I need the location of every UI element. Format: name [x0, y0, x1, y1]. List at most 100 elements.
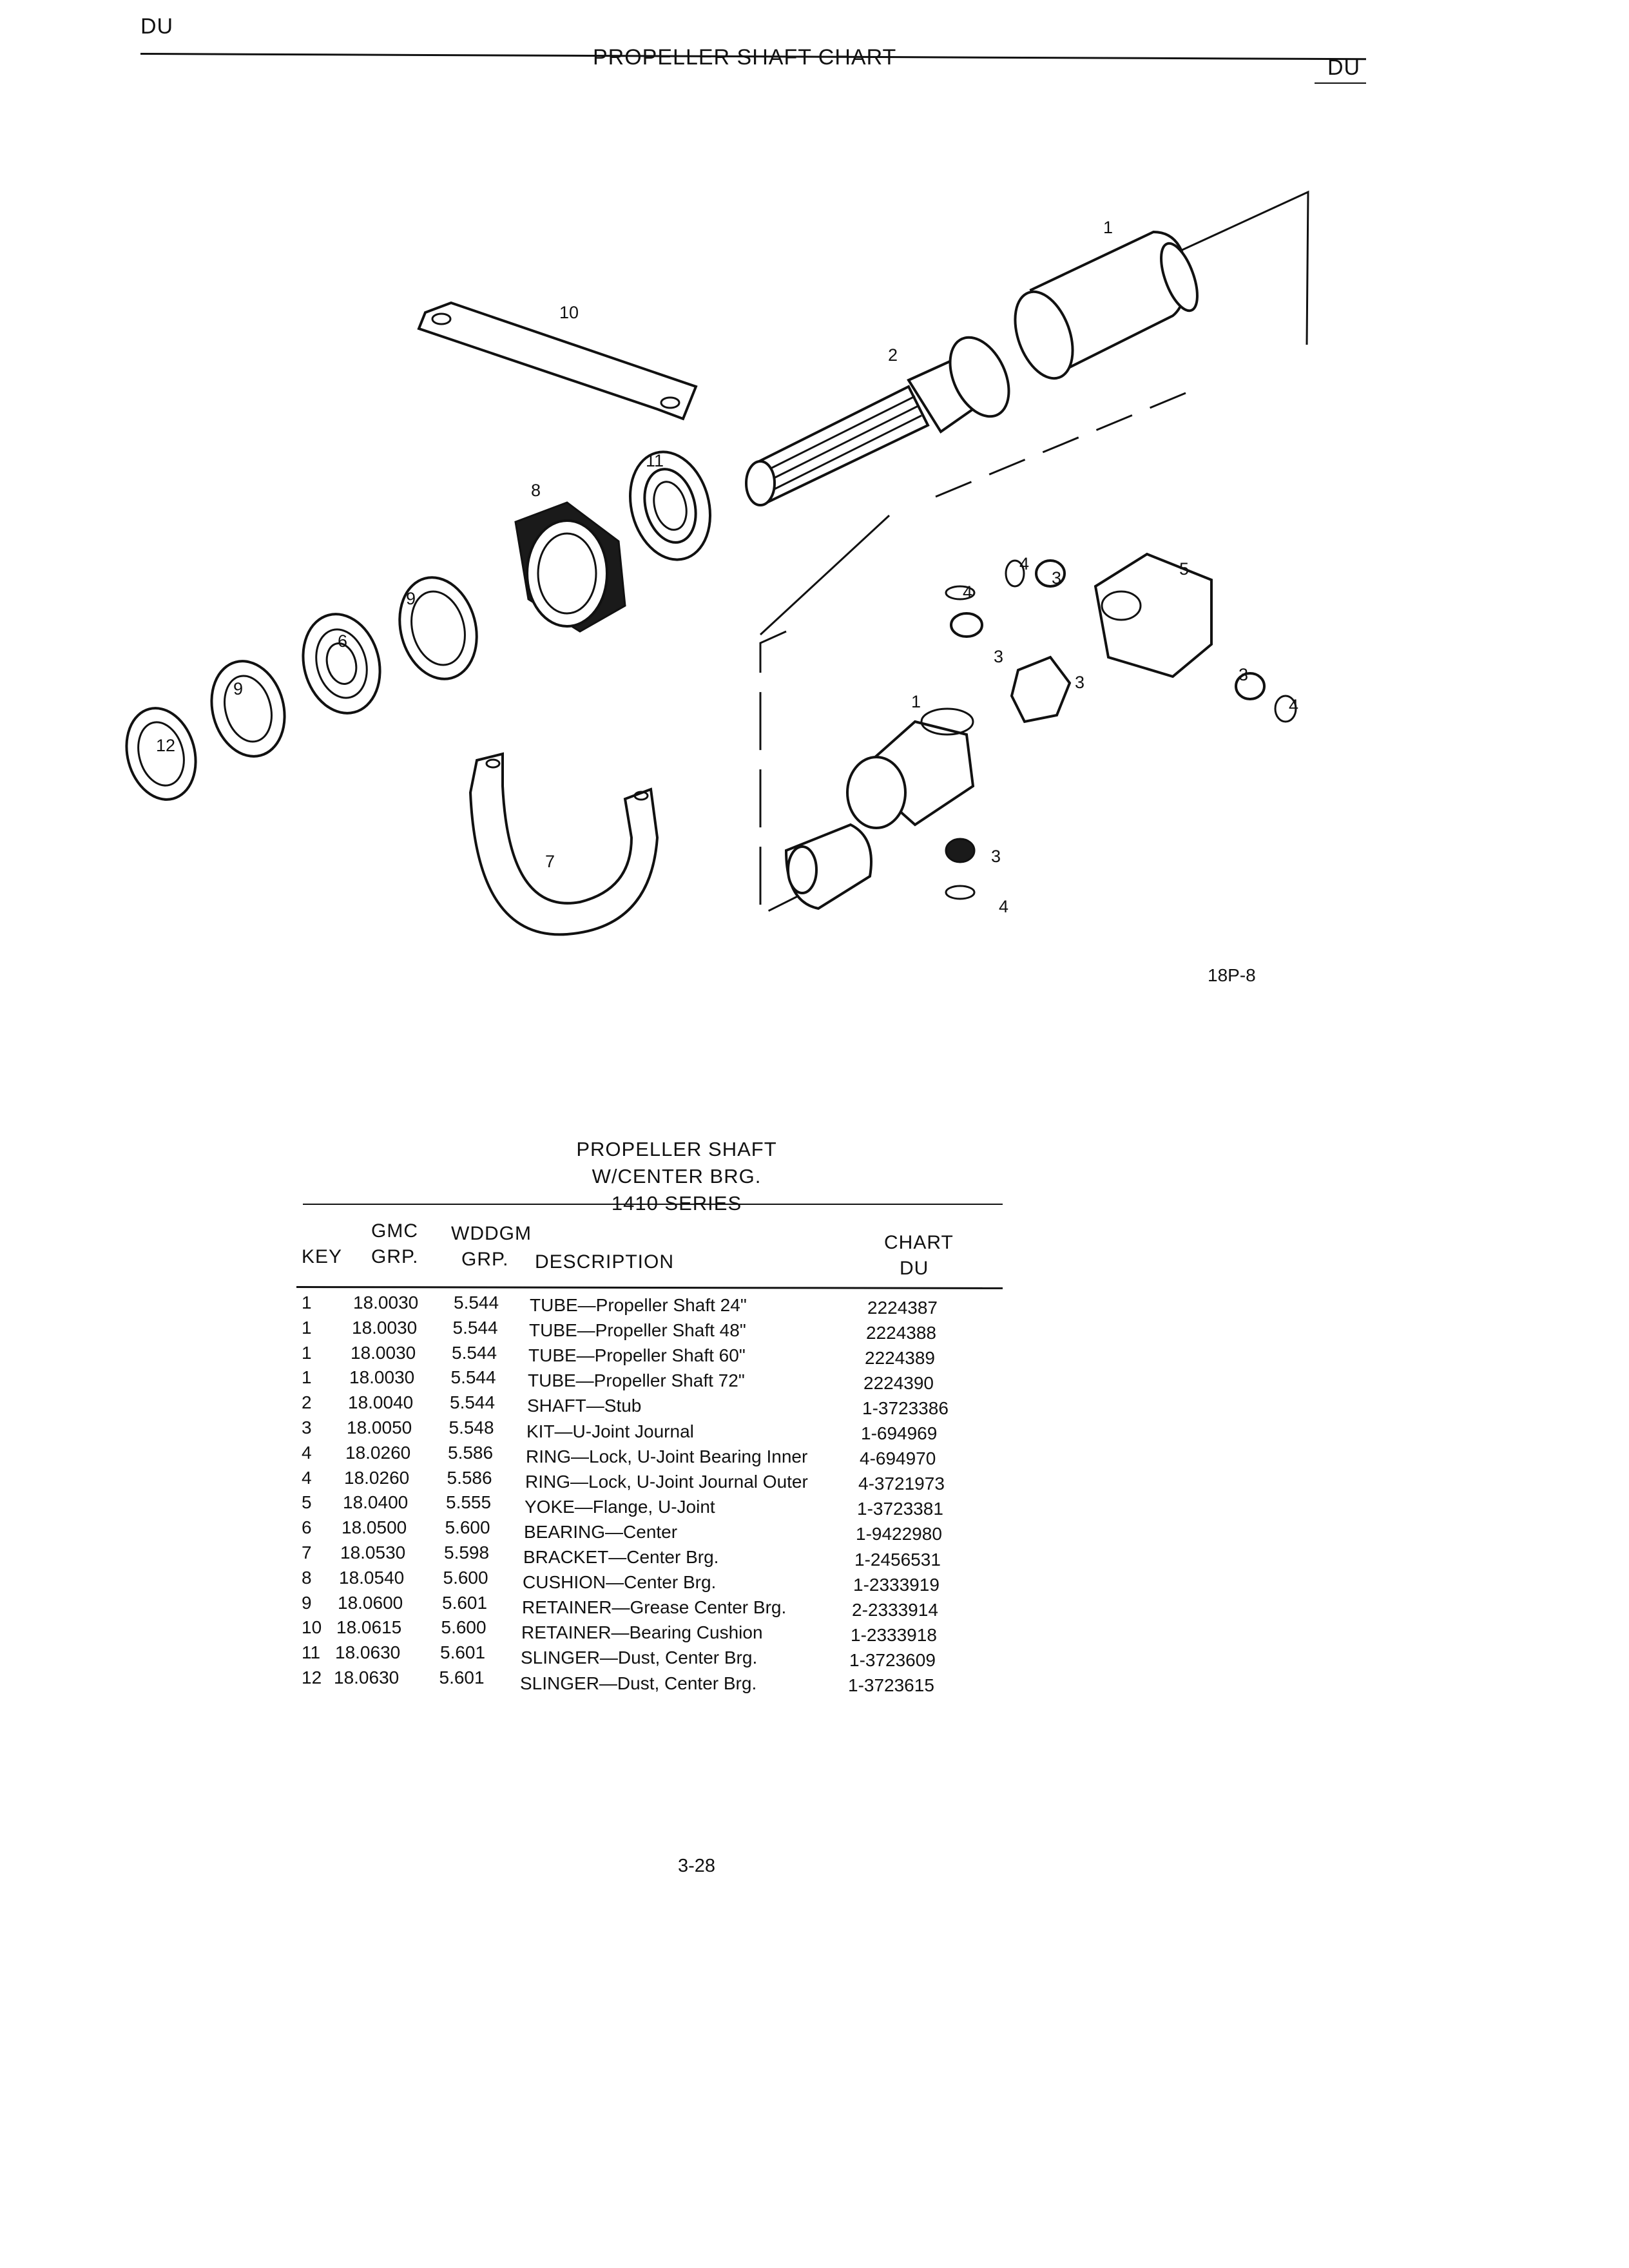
- grease-retainer-part-9-upper: [398, 576, 478, 680]
- table-cell-wddgm: 5.544: [450, 1392, 496, 1413]
- table-cell-wddgm: 5.600: [441, 1617, 487, 1638]
- table-cell-key: 1: [302, 1293, 312, 1312]
- table-cell-desc: BRACKET—Center Brg.: [523, 1547, 719, 1567]
- table-cell-wddgm: 5.555: [446, 1492, 492, 1513]
- callout-1-yoke: 1: [911, 692, 921, 711]
- table-title-line-2: W/CENTER BRG.: [592, 1165, 762, 1187]
- table-cell-key: 9: [302, 1592, 312, 1613]
- callout-1-tube: 1: [1103, 218, 1113, 237]
- table-cell-part: 1-2333918: [851, 1624, 937, 1645]
- table-cell-part: 1-694969: [861, 1423, 938, 1444]
- table-header-rule: [296, 1286, 1003, 1289]
- table-cell-wddgm: 5.544: [454, 1293, 499, 1312]
- table-cell-key: 3: [302, 1418, 312, 1437]
- table-cell-part: 1-3723615: [848, 1675, 934, 1695]
- callout-3d: 3: [1239, 665, 1249, 684]
- dust-slinger-part-12: [125, 707, 197, 801]
- table-cell-gmc: 18.0600: [338, 1592, 403, 1613]
- bearing-caps-and-lock-rings: [945, 559, 1297, 900]
- table-cell-part: 1-3723381: [857, 1499, 943, 1519]
- stub-shaft-part-2: [745, 336, 1010, 506]
- table-cell-gmc: 18.0040: [348, 1392, 414, 1413]
- table-top-rule: [303, 1204, 1003, 1205]
- table-cell-part: 1-3723386: [862, 1398, 949, 1419]
- table-cell-key: 1: [302, 1317, 312, 1338]
- table-cell-key: 4: [302, 1467, 312, 1488]
- col-chart-top: CHART: [884, 1232, 954, 1253]
- callout-8: 8: [531, 481, 541, 500]
- table-cell-desc: RETAINER—Bearing Cushion: [521, 1622, 763, 1643]
- table-cell-wddgm: 5.601: [439, 1667, 485, 1687]
- table-cell-desc: SLINGER—Dust, Center Brg.: [520, 1673, 757, 1693]
- table-cell-part: 2224388: [866, 1323, 937, 1343]
- callout-3b: 3: [994, 647, 1004, 666]
- col-wddgm-bottom: GRP.: [461, 1249, 509, 1270]
- table-cell-part: 2-2333914: [852, 1599, 938, 1620]
- table-cell-key: 7: [302, 1542, 312, 1562]
- table-cell-key: 1: [302, 1342, 312, 1363]
- table-cell-desc: KIT—U-Joint Journal: [526, 1421, 694, 1441]
- table-cell-key: 10: [302, 1617, 322, 1638]
- exploded-parts-diagram: [116, 155, 1340, 966]
- table-cell-part: 2224389: [865, 1348, 936, 1369]
- col-gmc-bottom: GRP.: [371, 1246, 419, 1267]
- callout-2: 2: [888, 345, 898, 365]
- col-gmc-top: GMC: [371, 1220, 418, 1242]
- callout-5: 5: [1179, 559, 1190, 579]
- table-title: PROPELLER SHAFT W/CENTER BRG. 1410 SERIE…: [503, 1138, 851, 1215]
- table-cell-gmc: 18.0050: [347, 1418, 412, 1437]
- col-key: KEY: [302, 1246, 343, 1267]
- callout-9a: 9: [406, 589, 416, 608]
- table-cell-part: 4-694970: [860, 1448, 936, 1469]
- callout-6: 6: [338, 631, 348, 651]
- table-cell-gmc: 18.0630: [335, 1642, 401, 1663]
- table-cell-key: 5: [302, 1492, 312, 1513]
- table-cell-gmc: 18.0030: [353, 1293, 419, 1312]
- grease-retainer-part-9-lower: [210, 660, 286, 758]
- table-cell-gmc: 18.0500: [342, 1517, 407, 1538]
- header-right-underline: [1315, 82, 1366, 84]
- callout-3c: 3: [1075, 673, 1085, 692]
- table-cell-gmc: 18.0260: [344, 1467, 410, 1488]
- col-wddgm-top: WDDGM: [451, 1223, 532, 1244]
- table-cell-desc: TUBE—Propeller Shaft 72": [528, 1370, 745, 1391]
- page-title: PROPELLER SHAFT CHART: [593, 45, 897, 70]
- center-bracket-part-7: [468, 752, 659, 936]
- table-cell-wddgm: 5.601: [442, 1592, 488, 1613]
- table-cell-desc: YOKE—Flange, U-Joint: [525, 1496, 715, 1517]
- table-cell-wddgm: 5.600: [443, 1567, 488, 1588]
- figure-id: 18P-8: [1208, 965, 1256, 985]
- table-title-line-1: PROPELLER SHAFT: [576, 1138, 777, 1160]
- callout-4a: 4: [1019, 554, 1030, 573]
- table-cell-key: 6: [302, 1517, 312, 1538]
- callout-4d: 4: [999, 897, 1009, 916]
- table-cell-key: 4: [302, 1442, 312, 1463]
- table-cell-wddgm: 5.601: [440, 1642, 486, 1663]
- header-right-code: DU: [1327, 55, 1361, 80]
- table-cell-part: 2224387: [867, 1298, 938, 1318]
- table-cell-gmc: 18.0630: [334, 1667, 400, 1687]
- cushion-part-8: [514, 501, 626, 633]
- page-number: 3-28: [678, 1856, 716, 1876]
- bearing-cushion-retainer-part-10: [417, 301, 698, 421]
- dust-slinger-part-11: [629, 450, 711, 561]
- table-cell-gmc: 18.0260: [345, 1442, 411, 1463]
- table-cell-desc: RETAINER—Grease Center Brg.: [522, 1597, 787, 1618]
- table-cell-gmc: 18.0030: [352, 1317, 418, 1338]
- table-cell-part: 1-2456531: [854, 1549, 941, 1570]
- slip-yoke-part-1: [846, 707, 975, 829]
- table-cell-key: 12: [302, 1667, 322, 1687]
- table-cell-desc: RING—Lock, U-Joint Journal Outer: [525, 1471, 808, 1492]
- table-cell-desc: SHAFT—Stub: [527, 1396, 642, 1416]
- assembly-guide-lines: [759, 190, 1309, 917]
- callout-4b: 4: [963, 582, 973, 602]
- table-cell-wddgm: 5.548: [448, 1418, 494, 1437]
- callout-12: 12: [156, 736, 176, 755]
- table-cell-wddgm: 5.586: [447, 1467, 492, 1488]
- table-cell-key: 2: [302, 1392, 312, 1413]
- table-cell-key: 11: [302, 1642, 321, 1663]
- table-cell-gmc: 18.0030: [351, 1342, 416, 1363]
- table-cell-desc: TUBE—Propeller Shaft 24": [530, 1295, 747, 1315]
- col-chart-bottom: DU: [900, 1258, 929, 1279]
- table-cell-desc: RING—Lock, U-Joint Bearing Inner: [526, 1446, 808, 1466]
